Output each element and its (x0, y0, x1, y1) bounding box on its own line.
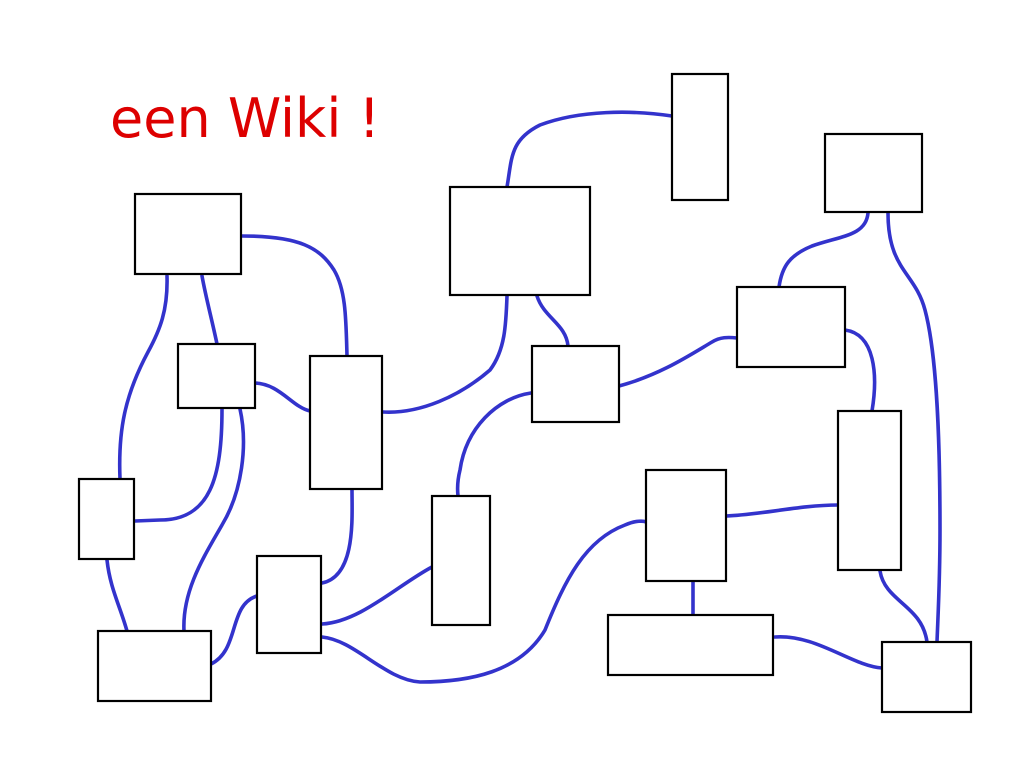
wiki-page-box-13 (644, 468, 728, 583)
wiki-page-box-6 (255, 554, 323, 655)
link-16 (777, 211, 870, 289)
wiki-page-box-7 (448, 185, 592, 297)
link-8 (209, 594, 259, 666)
wiki-page-box-16 (880, 640, 973, 714)
wiki-page-box-15 (606, 613, 775, 677)
link-group (105, 110, 942, 684)
wiki-page-box-4 (96, 629, 213, 703)
wiki-page-box-1 (133, 192, 243, 276)
link-13 (455, 391, 533, 498)
wiki-page-box-2 (176, 342, 257, 410)
link-18 (886, 211, 942, 644)
wiki-page-box-12 (735, 285, 847, 369)
link-23 (320, 519, 648, 684)
link-6 (182, 407, 246, 633)
link-21 (773, 635, 884, 670)
link-5 (133, 407, 224, 523)
wiki-page-box-8 (670, 72, 730, 202)
link-15 (617, 335, 739, 388)
link-1 (240, 234, 349, 358)
wiki-page-box-11 (823, 132, 924, 214)
link-7 (105, 558, 129, 633)
wiki-page-box-9 (530, 344, 621, 424)
link-19 (724, 503, 840, 518)
link-17 (843, 328, 877, 413)
wiki-page-box-3 (77, 477, 136, 561)
link-9 (320, 488, 354, 585)
node-group (77, 72, 973, 714)
link-12 (535, 294, 570, 348)
link-10 (381, 294, 509, 414)
link-11 (505, 110, 674, 189)
wiki-page-box-5 (308, 354, 384, 491)
wiki-page-box-14 (836, 409, 903, 572)
link-14 (320, 565, 434, 626)
diagram-title: een Wiki ! (110, 87, 381, 150)
link-2 (117, 274, 169, 481)
link-22 (878, 569, 929, 644)
link-4 (253, 381, 312, 413)
link-3 (200, 274, 219, 346)
wiki-page-box-10 (430, 494, 492, 627)
